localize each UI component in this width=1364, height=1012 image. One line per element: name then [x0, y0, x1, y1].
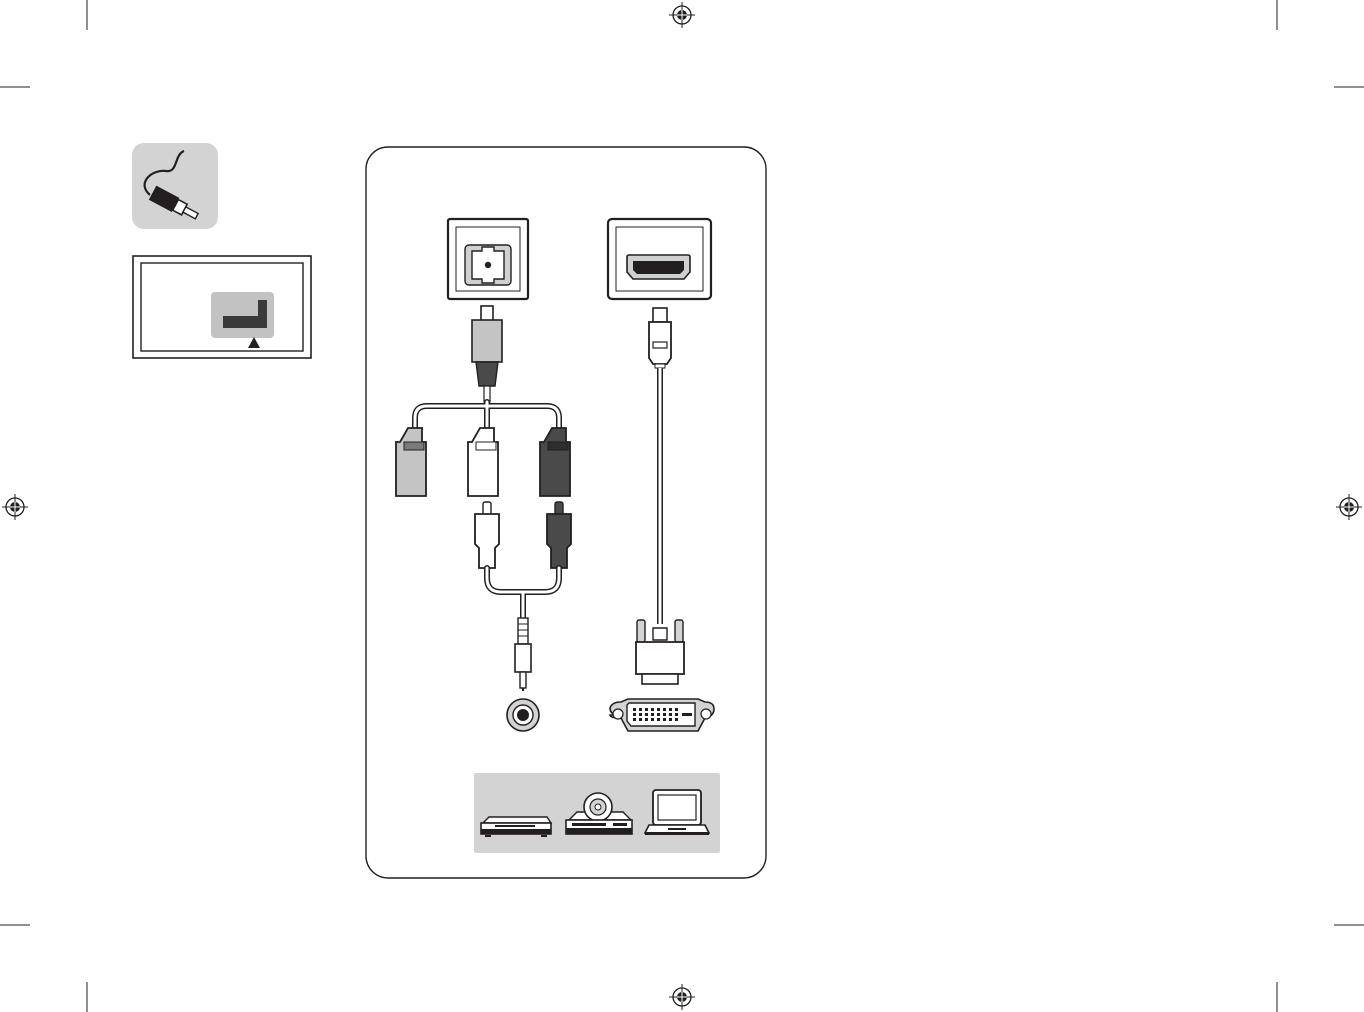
laptop-icon: [645, 790, 709, 835]
registration-target-icon: [669, 2, 695, 28]
av-input-port-icon: [448, 219, 528, 299]
audio-jack-socket: [507, 699, 539, 731]
dvi-plug: [636, 620, 684, 684]
registration-target-icon: [2, 494, 28, 520]
set-top-box-icon: [481, 817, 551, 837]
connection-diagram-panel: [365, 146, 767, 879]
cable-icon: [132, 143, 218, 229]
hdmi-plug: [649, 308, 671, 368]
registration-target-icon: [669, 984, 695, 1010]
registration-target-icon: [1336, 494, 1362, 520]
dvi-socket: [610, 699, 714, 731]
hdmi-input-port-icon: [608, 219, 711, 299]
tv-rear-panel-icon: [132, 255, 312, 359]
